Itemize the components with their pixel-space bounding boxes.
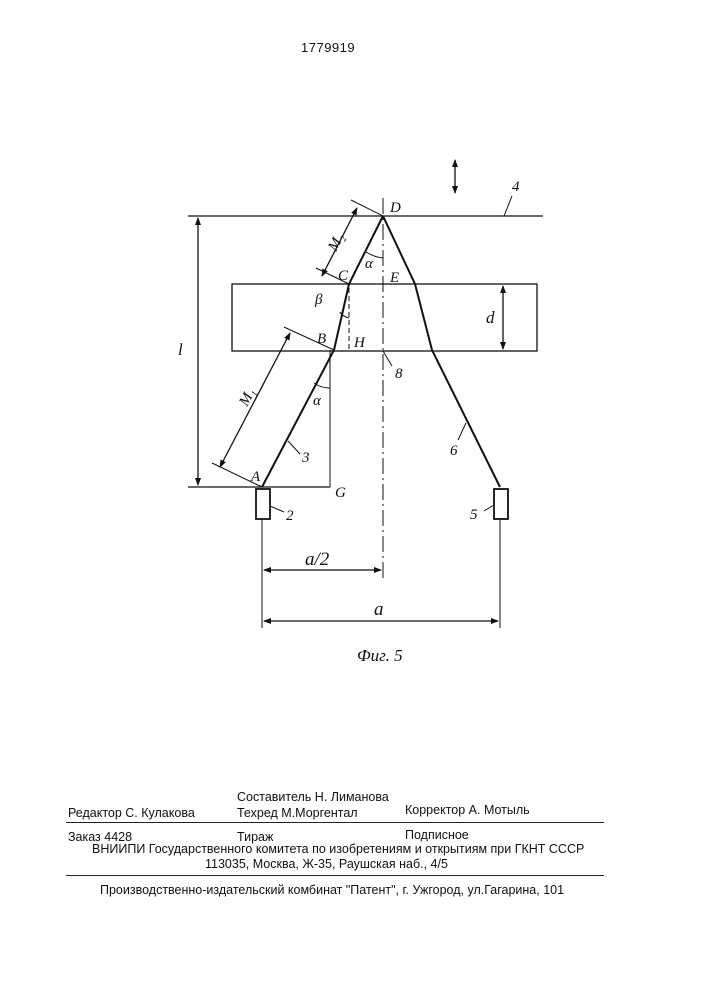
divider-top (66, 822, 604, 823)
emitter-2 (256, 489, 270, 519)
label-h-point: H (353, 335, 366, 351)
label-m1: M₁ (236, 386, 259, 410)
label-alpha-top: α (365, 256, 374, 272)
credit-organization: ВНИИПИ Государственного комитета по изоб… (92, 842, 584, 856)
credit-editor: Редактор С. Кулакова (68, 806, 195, 820)
label-4: 4 (512, 179, 520, 195)
label-2: 2 (286, 508, 294, 524)
m1-ext-b (284, 327, 334, 350)
label-e-point: E (389, 270, 399, 286)
leader-6 (458, 423, 466, 440)
credit-compiler: Составитель Н. Лиманова (237, 790, 389, 804)
credit-publisher: Производственно-издательский комбинат "П… (100, 883, 564, 897)
label-3: 3 (301, 450, 310, 466)
label-m2: M₂ (325, 231, 348, 255)
m2-ext-d (351, 200, 383, 216)
label-beta: β (314, 292, 323, 308)
label-alpha-bottom: α (313, 393, 322, 409)
receiver-5 (494, 489, 508, 519)
label-a-point: A (250, 469, 261, 485)
label-c-point: C (338, 268, 349, 284)
figure-caption: Фиг. 5 (357, 646, 403, 665)
label-6: 6 (450, 443, 458, 459)
label-d-point: D (389, 200, 401, 216)
leader-3 (288, 441, 300, 454)
label-l: l (178, 340, 183, 359)
credit-techred: Техред М.Моргентал (237, 806, 358, 820)
label-a: a (374, 599, 384, 620)
credit-address: 113035, Москва, Ж-35, Раушская наб., 4/5 (205, 857, 448, 871)
credit-corrector: Корректор А. Мотыль (405, 803, 530, 817)
label-b-point: B (317, 331, 326, 347)
leader-2 (270, 506, 284, 512)
figure-5-diagram: D C E B H A G α α β M₂ M₁ l d a/2 a 4 3 … (0, 0, 707, 700)
label-d-dimension: d (486, 308, 495, 327)
divider-bottom (66, 875, 604, 876)
label-8: 8 (395, 366, 403, 382)
label-g-point: G (335, 485, 346, 501)
leader-5 (484, 505, 494, 511)
leader-8 (383, 351, 392, 366)
label-5: 5 (470, 507, 478, 523)
leader-4 (504, 196, 512, 216)
label-a-half: a/2 (305, 549, 330, 570)
credit-subscription: Подписное (405, 828, 469, 842)
